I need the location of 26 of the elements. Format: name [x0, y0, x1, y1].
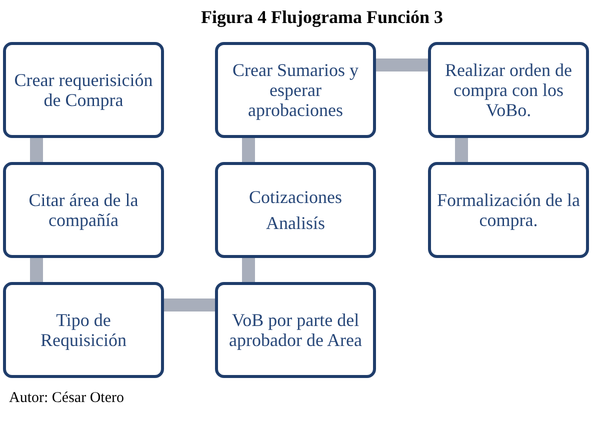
- author-note: Autor: César Otero: [9, 389, 124, 407]
- process-box: [215, 42, 376, 138]
- connector-bar: [376, 58, 428, 72]
- process-box: [215, 282, 376, 378]
- step-text: Crear requerisición de Compra: [13, 70, 154, 110]
- process-box: [3, 162, 164, 258]
- connector-bar: [242, 138, 255, 162]
- step-text: VoB por parte del aprobador de Area: [228, 310, 363, 350]
- process-box: [428, 42, 589, 138]
- step-text: Analisís: [266, 213, 325, 233]
- figure-title: Figura 4 Flujograma Función 3: [201, 6, 443, 28]
- process-box: [428, 162, 589, 258]
- process-box: [215, 162, 376, 258]
- process-box: [3, 282, 164, 378]
- step-text: Crear Sumarios y esperar aprobaciones: [232, 60, 360, 120]
- connector-bar: [242, 258, 255, 282]
- connector-bar: [164, 298, 215, 312]
- step-text: Cotizaciones: [249, 187, 342, 207]
- process-box: [3, 42, 164, 138]
- step-text: Realizar orden de compra con los VoBo.: [444, 60, 573, 120]
- step-text: Tipo de Requisición: [40, 310, 128, 350]
- connector-bar: [455, 138, 468, 162]
- connector-bar: [30, 138, 43, 162]
- step-text: Citar área de la compañía: [28, 190, 140, 230]
- connector-bar: [30, 258, 43, 282]
- step-text: Formalización de la compra.: [436, 190, 581, 230]
